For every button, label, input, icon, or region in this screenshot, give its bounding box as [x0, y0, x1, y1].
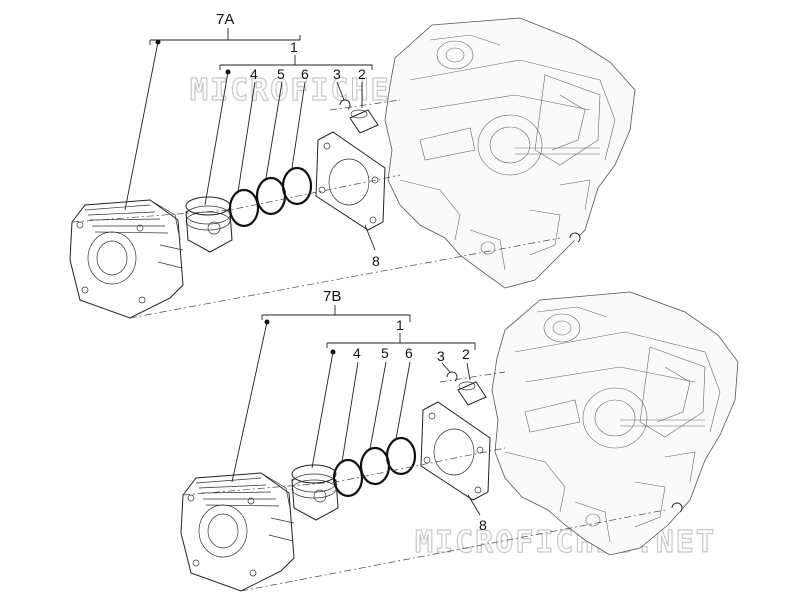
bottom-group: 7B 1 4 5 6 3 2 8 [180, 288, 739, 592]
ring-4-bottom [332, 458, 364, 498]
label-3-bottom: 3 [437, 348, 445, 364]
watermark-bottom: MICROFICHES.NET [415, 525, 716, 560]
cylinder-7a [69, 199, 184, 319]
label-1-bottom: 1 [396, 317, 404, 333]
ring-4-top [228, 188, 260, 228]
label-2-bottom: 2 [462, 346, 470, 362]
label-8-top: 8 [372, 253, 380, 269]
crankcase-top [384, 17, 636, 289]
label-7b: 7B [323, 288, 341, 305]
clip-bottom [671, 502, 683, 513]
ring-5-bottom [359, 446, 391, 486]
piston-pin-2-top [349, 109, 379, 134]
label-6-top: 6 [301, 66, 309, 82]
label-5-bottom: 5 [381, 345, 389, 361]
label-4-bottom: 4 [353, 345, 361, 361]
piston-7a [185, 196, 233, 253]
crankcase-bottom [491, 291, 739, 556]
gasket-8-top [315, 131, 386, 231]
label-3-top: 3 [333, 66, 341, 82]
ring-6-top [281, 166, 313, 206]
gasket-8-bottom [420, 401, 491, 501]
label-5-top: 5 [277, 66, 285, 82]
label-8-bottom: 8 [479, 517, 487, 533]
label-7a: 7A [216, 11, 234, 28]
top-group: 7A 1 4 5 6 3 2 8 [69, 11, 636, 319]
label-4-top: 4 [250, 66, 258, 82]
ring-6-bottom [385, 436, 417, 476]
clip-top [569, 232, 581, 243]
label-1-top: 1 [290, 39, 298, 55]
piston-pin-2-bottom [457, 381, 487, 406]
label-2-top: 2 [358, 66, 366, 82]
label-6-bottom: 6 [405, 345, 413, 361]
ring-5-top [255, 176, 287, 216]
piston-7b [291, 464, 339, 521]
cylinder-7b [180, 472, 295, 592]
